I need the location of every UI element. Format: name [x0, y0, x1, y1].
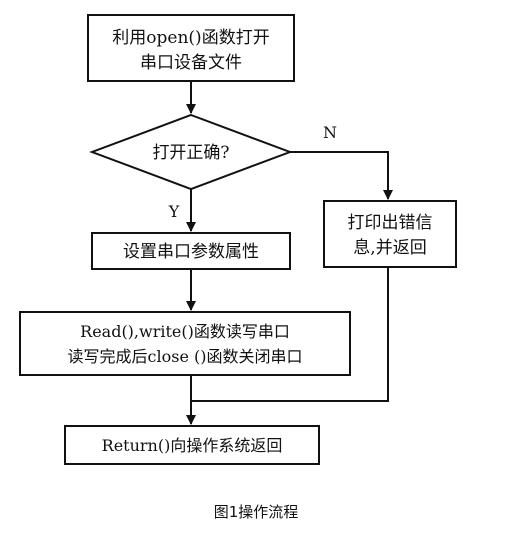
node-check-open-label: 打开正确? [152, 143, 229, 163]
node-error-print-box [323, 200, 457, 268]
node-set-attrs-label: 设置串口参数属性 [123, 242, 259, 262]
node-return-label: Return()向操作系统返回 [102, 436, 283, 455]
node-error-print-line-2: 息,并返回 [353, 238, 426, 258]
node-open-port-line-1: 利用open()函数打开 [112, 28, 269, 48]
node-open-port-line-2: 串口设备文件 [140, 53, 242, 73]
edge-check-no [290, 151, 393, 200]
edge-label-yes: Y [168, 202, 180, 221]
node-read-write-box [19, 311, 351, 376]
node-return-box [64, 425, 320, 465]
figure-caption: 图1操作流程 [213, 503, 299, 521]
node-open-port-box [87, 14, 295, 82]
node-read-write-line-2: 读写完成后close ()函数关闭串口 [68, 347, 303, 366]
node-read-write-line-1: Read(),write()函数读写串口 [80, 322, 290, 341]
edge-label-no: N [323, 123, 337, 142]
node-error-print-line-1: 打印出错信 [348, 213, 433, 233]
edge-error-to-merge [191, 267, 389, 402]
